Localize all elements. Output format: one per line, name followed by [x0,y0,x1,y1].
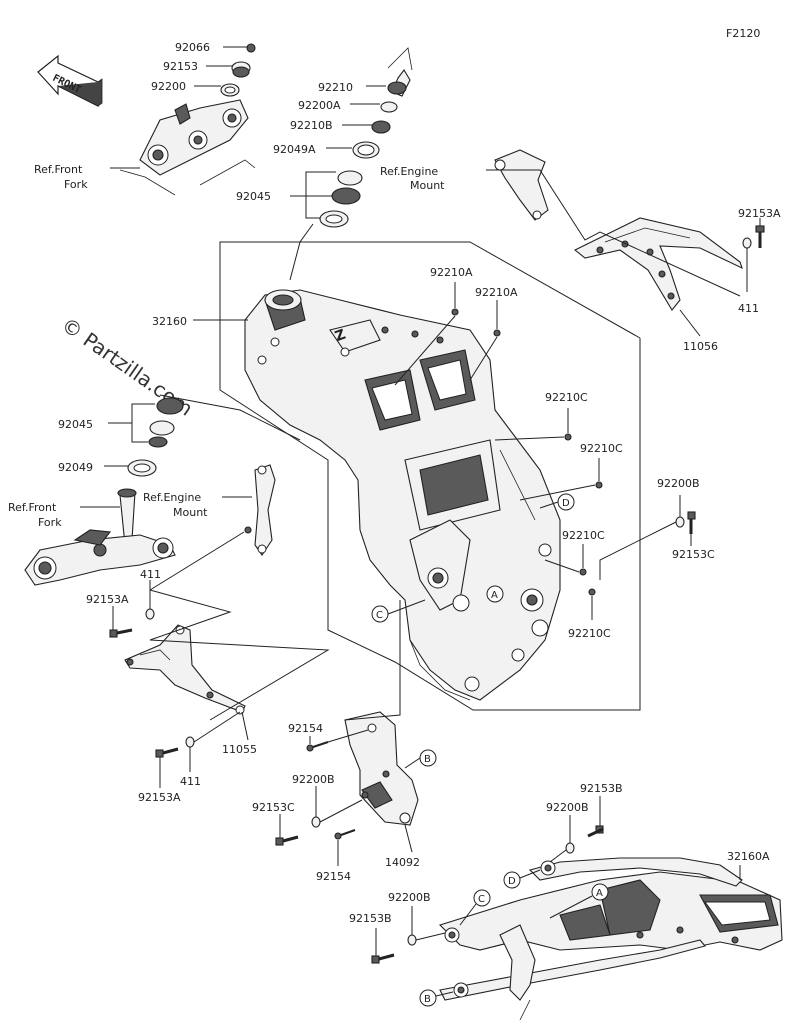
bolt-92210C-4 [588,588,596,596]
label-92154-1: 92154 [288,722,323,735]
washer-411-low [185,736,195,748]
label-92210C-1: 92210C [545,391,588,404]
bolt-92210A-1 [451,308,459,316]
ref-front-fork-left-line2: Fork [38,516,62,529]
label-92210A-2: 92210A [475,286,518,299]
label-92153A-left: 92153A [86,593,129,606]
steering-bearing-group-top [319,47,413,228]
marker-d-subframe: D [503,871,521,889]
ref-engine-mount-mid-line2: Mount [173,506,208,519]
label-92045-left: 92045 [58,418,93,431]
label-92049A: 92049A [273,143,316,156]
label-92210C-2: 92210C [580,442,623,455]
bolt-92210A-2 [493,329,501,337]
label-92210: 92210 [318,81,353,94]
label-11056: 11056 [683,340,718,353]
ref-front-fork-top-line2: Fork [64,178,88,191]
ref-front-fork-top-line1: Ref.Front [34,163,83,176]
label-92200A: 92200A [298,99,341,112]
marker-a-subframe: A [591,883,609,901]
bolt-92153A-right [755,225,765,248]
washer-92200B-mid [311,816,321,828]
ref-engine-mount-top-line2: Mount [410,179,445,192]
marker-d-frame: D [557,493,575,511]
ref-engine-mount-top-line1: Ref.Engine [380,165,438,178]
rear-subframe-32160A [438,857,783,1021]
label-92153C-right: 92153C [672,548,715,561]
label-11055: 11055 [222,743,257,756]
label-92154-2: 92154 [316,870,351,883]
label-32160A: 32160A [727,850,770,863]
bolt-92153A-left [109,628,133,638]
bolt-92153C-right [687,511,696,534]
marker-b-bracket: B [419,749,437,767]
label-92200B-mid: 92200B [292,773,335,786]
bolt-92210C-1 [564,433,572,441]
label-411-right: 411 [738,302,759,315]
label-92045-top: 92045 [236,190,271,203]
label-92153C-mid: 92153C [252,801,295,814]
svg-text:D: D [562,498,570,509]
label-92210A-1: 92210A [430,266,473,279]
bolt-92153C-mid [275,835,299,846]
washer-92200B-right [675,516,685,528]
label-92153: 92153 [163,60,198,73]
bracket-11055 [124,624,246,715]
front-arrow-icon: FRONT [37,54,103,107]
marker-b-subframe: B [419,989,437,1007]
engine-mount-top [494,149,549,221]
ref-engine-mount-mid-line1: Ref.Engine [143,491,201,504]
label-14092: 14092 [385,856,420,869]
main-frame-32160: Z [244,289,561,701]
label-92153A-right: 92153A [738,207,781,220]
label-92153B-bottom: 92153B [349,912,392,925]
label-92153B-right: 92153B [580,782,623,795]
washer-92200B-low [565,842,575,854]
svg-text:B: B [424,754,431,765]
label-92200B-low: 92200B [546,801,589,814]
label-92210C-4: 92210C [568,627,611,640]
label-92210B: 92210B [290,119,333,132]
label-411-left: 411 [140,568,161,581]
marker-c-subframe: C [473,889,491,907]
svg-text:C: C [478,894,485,905]
bolt-92210C-3 [579,568,587,576]
label-92200B-right: 92200B [657,477,700,490]
washer-411-left [145,608,155,620]
steering-bearing-group-left [127,397,184,477]
lower-triple-clamp [24,488,176,586]
label-92200: 92200 [151,80,186,93]
ref-front-fork-left-line1: Ref.Front [8,501,57,514]
bolt-92154-1 [306,741,329,752]
label-92049: 92049 [58,461,93,474]
label-92066: 92066 [175,41,210,54]
bracket-11056 [573,217,743,311]
bolt-92153B-bottom [371,953,395,964]
label-92210C-3: 92210C [562,529,605,542]
label-411-low: 411 [180,775,201,788]
figure-code: F2120 [726,27,760,40]
svg-text:A: A [491,590,498,601]
svg-text:C: C [376,610,383,621]
washer-92200B-bottom [407,934,417,946]
bolt-92210C-2 [595,481,603,489]
svg-text:A: A [596,888,603,899]
washer-411-right [742,237,752,249]
engine-mount-middle [244,464,276,556]
label-92200B-bottom: 92200B [388,891,431,904]
bracket-14092 [344,711,419,826]
svg-text:B: B [424,994,431,1005]
marker-c-frame: C [371,605,389,623]
label-32160: 32160 [152,315,187,328]
svg-text:D: D [508,876,516,887]
upper-triple-clamp-group [119,43,256,196]
label-92153A-low: 92153A [138,791,181,804]
marker-a-frame: A [486,585,504,603]
bolt-92153B-right [587,825,604,838]
bolt-92154-2 [334,829,356,840]
bolt-92153A-low [155,747,179,758]
